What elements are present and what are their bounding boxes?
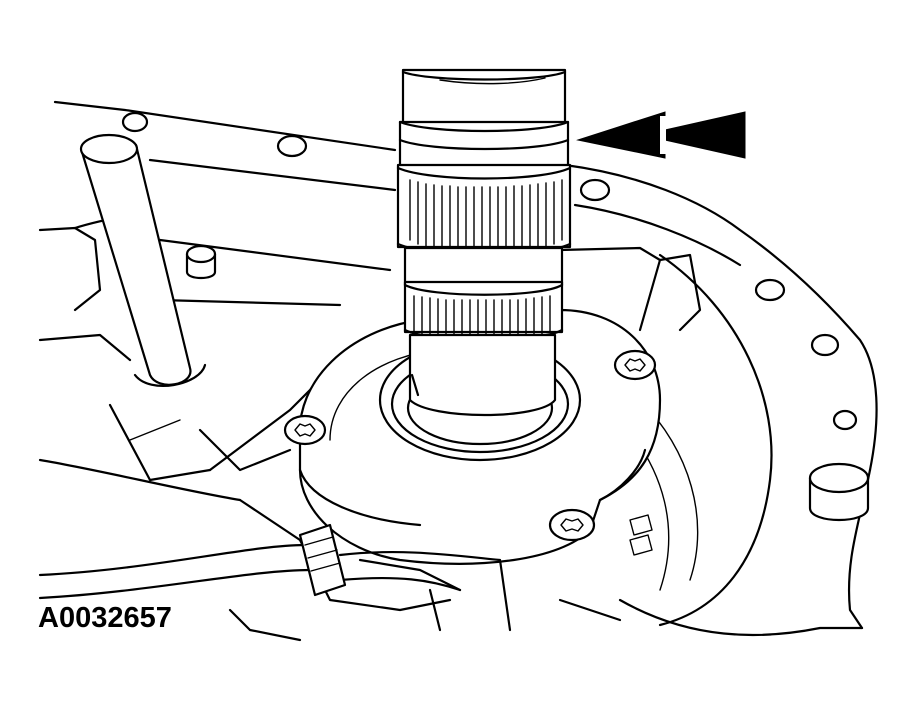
- torx-bolt-bottom: [548, 508, 596, 542]
- figure-id-label: A0032657: [38, 602, 172, 634]
- lower-splines: [413, 295, 551, 340]
- input-shaft: [396, 68, 572, 417]
- fluid-line: [38, 543, 502, 600]
- guide-rod: [79, 133, 207, 387]
- flange-bolt-holes: [121, 111, 858, 431]
- indicator-arrow: [576, 111, 746, 159]
- transmission-housing: [38, 100, 878, 642]
- retainer-tabs: [629, 514, 653, 556]
- torx-bolt-left: [283, 414, 327, 446]
- upper-splines: [409, 179, 563, 252]
- hose-clamp: [298, 523, 347, 597]
- dowel-pin: [808, 462, 870, 522]
- locating-stud: [185, 244, 217, 280]
- torx-bolt-right: [613, 349, 657, 381]
